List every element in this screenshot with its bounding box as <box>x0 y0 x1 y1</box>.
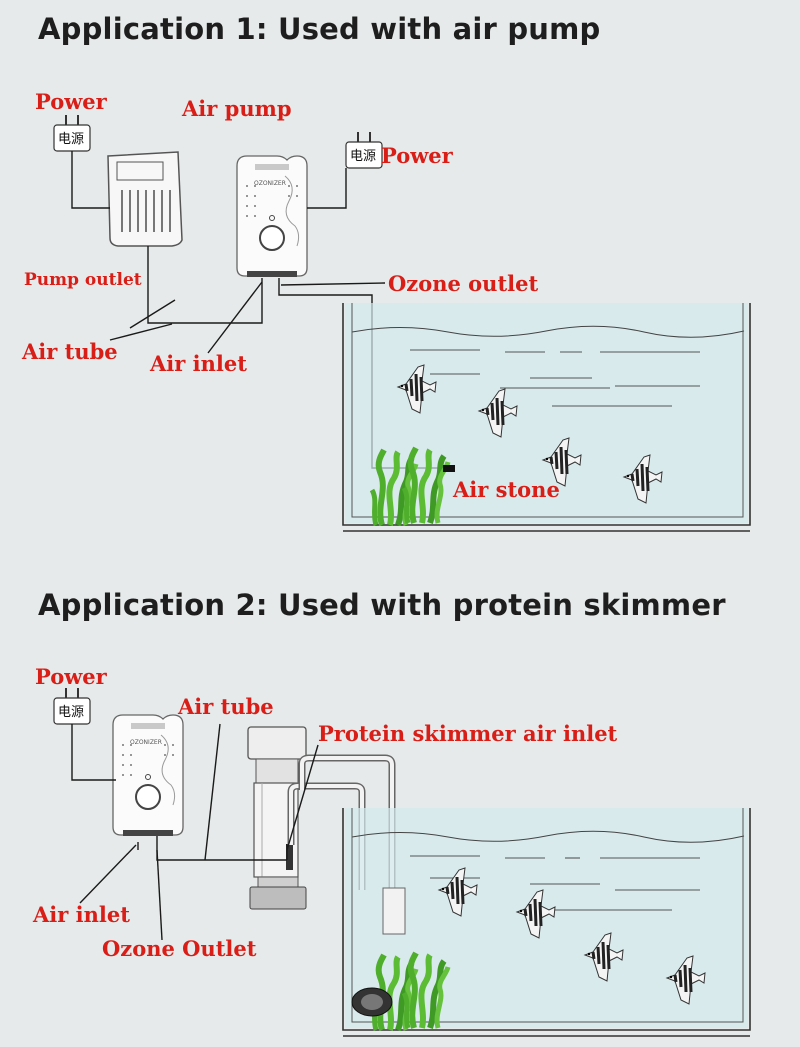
power-plug-left: 电源 <box>53 114 91 152</box>
application-1-heading: Application 1: Used with air pump <box>38 12 601 46</box>
plug-label: 电源 <box>350 149 376 164</box>
device-brand: OZONIZER <box>254 180 286 187</box>
label-ozone-outlet: Ozone outlet <box>388 271 539 296</box>
plug-label: 电源 <box>58 705 84 720</box>
power-plug-2: 电源 <box>53 687 91 725</box>
label-protein-skimmer-air-inlet: Protein skimmer air inlet <box>318 721 618 746</box>
device-brand: OZONIZER <box>130 739 162 746</box>
ozonizer-device-2: OZONIZER <box>112 714 184 837</box>
power-plug-right: 电源 <box>345 131 383 169</box>
aquarium-2 <box>342 808 751 1037</box>
air-pump <box>107 151 183 247</box>
label-power-left: Power <box>35 89 107 114</box>
ozonizer-device-1: OZONIZER <box>236 155 308 278</box>
aquarium-1 <box>342 303 751 532</box>
label-air-pump: Air pump <box>182 96 292 121</box>
label-pump-outlet: Pump outlet <box>24 270 142 290</box>
label-air-inlet: Air inlet <box>150 351 247 376</box>
label-air-stone: Air stone <box>453 477 560 502</box>
application-2-heading: Application 2: Used with protein skimmer <box>38 588 726 622</box>
air-stone <box>443 465 455 472</box>
label-power: Power <box>35 664 107 689</box>
label-air-tube: Air tube <box>178 694 274 719</box>
label-air-tube: Air tube <box>22 339 118 364</box>
protein-skimmer <box>247 726 396 910</box>
wiring-2 <box>71 723 319 941</box>
label-ozone-outlet: Ozone Outlet <box>102 936 257 961</box>
plug-label: 电源 <box>58 132 84 147</box>
label-air-inlet: Air inlet <box>33 902 130 927</box>
label-power-right: Power <box>381 143 453 168</box>
